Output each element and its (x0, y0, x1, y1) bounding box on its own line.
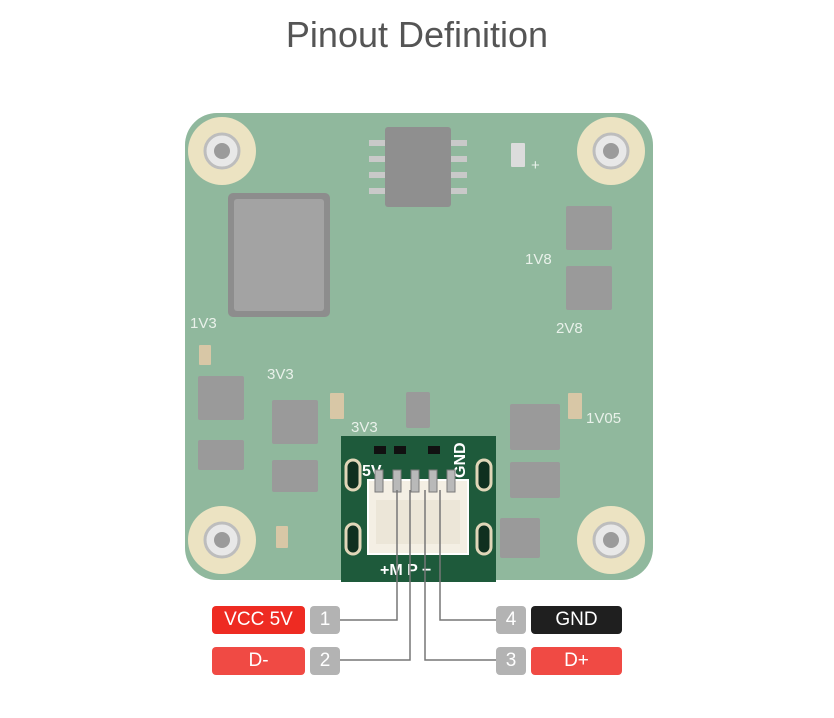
leader-lines (340, 490, 496, 661)
connector-label-gnd: GND (452, 442, 469, 478)
small-components (198, 143, 612, 558)
page-title: Pinout Definition (285, 14, 549, 55)
silkscreen-2v8: 2V8 (556, 320, 583, 337)
pin-3-label: D+ (531, 647, 622, 675)
mounting-hole-bottom-left (188, 506, 256, 574)
silkscreen-3v3-a: 3V3 (267, 366, 294, 383)
pin-2-number: 2 (310, 647, 340, 675)
silkscreen-1v8: 1V8 (525, 251, 552, 268)
silkscreen-1v3: 1V3 (190, 315, 217, 332)
pin-4-label: GND (531, 606, 622, 634)
mounting-hole-top-left (188, 117, 256, 185)
connector-label-bottom: +M P − (380, 562, 431, 579)
pin-3-number: 3 (496, 647, 526, 675)
silkscreen-3v3-b: 3V3 (351, 419, 378, 436)
pin-1-label: VCC 5V (212, 606, 305, 634)
mounting-hole-bottom-right (577, 506, 645, 574)
silkscreen-plus: + (531, 157, 540, 174)
pin-2-label: D- (212, 647, 305, 675)
silkscreen-1v05: 1V05 (586, 410, 621, 427)
flash-chip (385, 127, 451, 207)
mounting-hole-top-right (577, 117, 645, 185)
pin-1-number: 1 (310, 606, 340, 634)
pin-4-number: 4 (496, 606, 526, 634)
